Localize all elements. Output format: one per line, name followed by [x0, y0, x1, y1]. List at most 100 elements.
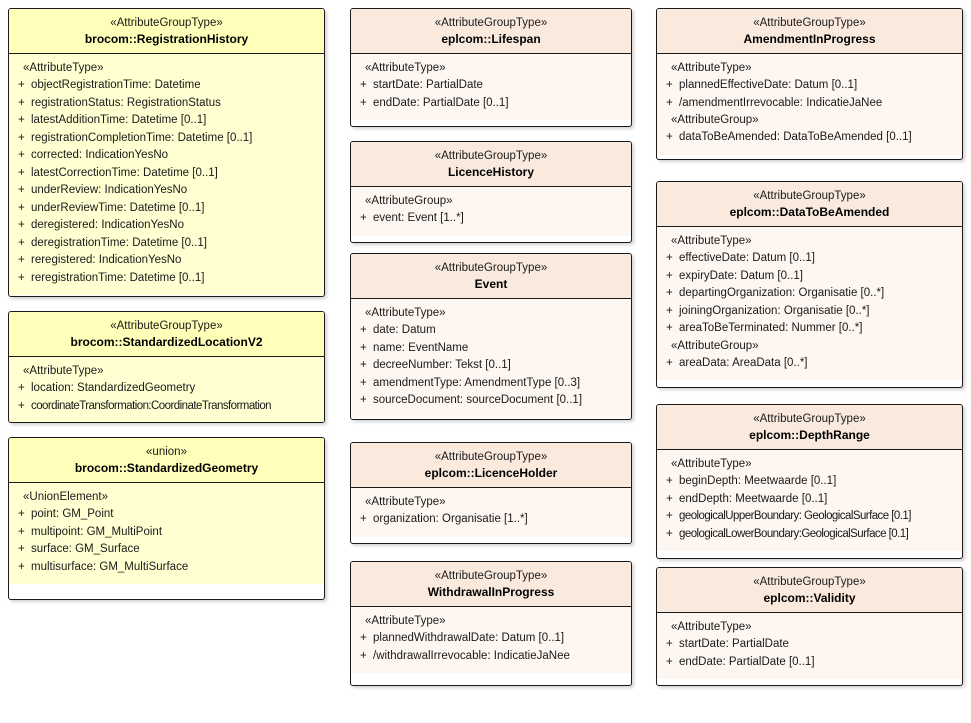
- attribute-signature: corrected: IndicationYesNo: [31, 149, 169, 161]
- uml-class-depth-range[interactable]: «AttributeGroupType»eplcom::DepthRange«A…: [656, 404, 963, 559]
- attribute-row[interactable]: +corrected: IndicationYesNo: [9, 147, 324, 165]
- uml-class-licence-history[interactable]: «AttributeGroupType»LicenceHistory«Attri…: [350, 141, 632, 243]
- attribute-visibility: +: [666, 252, 673, 264]
- uml-class-body-standardized-location-v2: «AttributeType»+location: StandardizedGe…: [9, 357, 324, 422]
- class-name: brocom::StandardizedLocationV2: [70, 335, 263, 349]
- attribute-row[interactable]: +name: EventName: [351, 340, 631, 358]
- uml-class-amendment-in-progress[interactable]: «AttributeGroupType»AmendmentInProgress«…: [656, 8, 963, 160]
- attribute-signature: startDate: PartialDate: [679, 638, 789, 650]
- attribute-row[interactable]: +areaData: AreaData [0..*]: [657, 355, 962, 373]
- attribute-signature: plannedEffectiveDate: Datum [0..1]: [679, 79, 858, 91]
- attribute-row[interactable]: +objectRegistrationTime: Datetime: [9, 77, 324, 95]
- class-name: Event: [474, 277, 508, 291]
- attribute-row[interactable]: +organization: Organisatie [1..*]: [351, 511, 631, 529]
- uml-class-licence-holder[interactable]: «AttributeGroupType»eplcom::LicenceHolde…: [350, 442, 632, 544]
- attribute-row[interactable]: +endDate: PartialDate [0..1]: [657, 654, 962, 672]
- uml-class-header-validity: «AttributeGroupType»eplcom::Validity: [657, 568, 962, 613]
- attribute-row[interactable]: +geologicalLowerBoundary:GeologicalSurfa…: [657, 526, 962, 544]
- attribute-signature: expiryDate: Datum [0..1]: [679, 269, 803, 282]
- attribute-signature: effectiveDate: Datum [0..1]: [679, 252, 815, 264]
- uml-class-event[interactable]: «AttributeGroupType»Event«AttributeType»…: [350, 253, 632, 420]
- attribute-row[interactable]: +amendmentType: AmendmentType [0..3]: [351, 375, 631, 393]
- attribute-row[interactable]: +startDate: PartialDate: [351, 77, 631, 95]
- attribute-signature: reregistrationTime: Datetime [0..1]: [31, 271, 205, 284]
- attribute-row[interactable]: +latestAdditionTime: Datetime [0..1]: [9, 112, 324, 130]
- attribute-signature: endDate: PartialDate [0..1]: [679, 655, 815, 668]
- attribute-visibility: +: [18, 79, 25, 91]
- class-stereotype: «AttributeGroupType»: [753, 576, 866, 588]
- attribute-row[interactable]: +endDepth: Meetwaarde [0..1]: [657, 491, 962, 509]
- attribute-row[interactable]: +decreeNumber: Tekst [0..1]: [351, 357, 631, 375]
- attribute-row[interactable]: +underReviewTime: Datetime [0..1]: [9, 200, 324, 218]
- attribute-row[interactable]: +plannedWithdrawalDate: Datum [0..1]: [351, 630, 631, 648]
- attribute-row[interactable]: +latestCorrectionTime: Datetime [0..1]: [9, 165, 324, 183]
- attribute-visibility: +: [666, 304, 673, 317]
- attribute-row[interactable]: +geologicalUpperBoundary: GeologicalSurf…: [657, 508, 962, 526]
- uml-class-validity[interactable]: «AttributeGroupType»eplcom::Validity«Att…: [656, 567, 963, 686]
- attribute-visibility: +: [360, 324, 367, 336]
- attribute-row[interactable]: +beginDepth: Meetwaarde [0..1]: [657, 473, 962, 491]
- attribute-row[interactable]: +deregistered: IndicationYesNo: [9, 217, 324, 235]
- attribute-signature: coordinateTransformation:CoordinateTrans…: [31, 399, 272, 412]
- attribute-signature: endDepth: Meetwaarde [0..1]: [679, 492, 828, 505]
- class-name: eplcom::DataToBeAmended: [729, 205, 890, 219]
- uml-class-body-licence-history: «AttributeGroup» +event: Event [1..*]: [351, 187, 631, 236]
- attribute-row[interactable]: +location: StandardizedGeometry: [9, 380, 324, 398]
- section-stereotype: «UnionElement»: [23, 491, 109, 503]
- attribute-row[interactable]: +startDate: PartialDate: [657, 636, 962, 654]
- attribute-row[interactable]: +departingOrganization: Organisatie [0..…: [657, 285, 962, 303]
- attribute-row[interactable]: + effectiveDate: Datum [0..1]: [657, 250, 962, 268]
- attribute-row[interactable]: +/withdrawalIrrevocable: IndicatieJaNee: [351, 648, 631, 666]
- uml-class-data-to-be-amended[interactable]: «AttributeGroupType»eplcom::DataToBeAmen…: [656, 181, 963, 388]
- uml-class-standardized-location-v2[interactable]: «AttributeGroupType»brocom::Standardized…: [8, 311, 325, 423]
- attribute-row[interactable]: +surface: GM_Surface: [9, 541, 324, 559]
- attribute-signature: organization: Organisatie [1..*]: [373, 513, 528, 525]
- attribute-signature: startDate: PartialDate: [373, 79, 483, 91]
- attribute-row[interactable]: +multisurface: GM_MultiSurface: [9, 559, 324, 577]
- attribute-row[interactable]: +underReview: IndicationYesNo: [9, 182, 324, 200]
- attribute-row[interactable]: +plannedEffectiveDate: Datum [0..1]: [657, 77, 962, 95]
- attribute-row[interactable]: +multipoint: GM_MultiPoint: [9, 524, 324, 542]
- attribute-signature: deregistrationTime: Datetime [0..1]: [31, 236, 207, 249]
- attribute-row[interactable]: +joiningOrganization: Organisatie [0..*]: [657, 303, 962, 321]
- attribute-row[interactable]: +areaToBeTerminated: Nummer [0..*]: [657, 320, 962, 338]
- attribute-row[interactable]: +registrationStatus: RegistrationStatus: [9, 95, 324, 113]
- uml-class-lifespan[interactable]: «AttributeGroupType»eplcom::Lifespan«Att…: [350, 8, 632, 127]
- attribute-visibility: +: [666, 131, 673, 143]
- attribute-visibility: +: [360, 649, 367, 662]
- uml-class-header-standardized-location-v2: «AttributeGroupType»brocom::Standardized…: [9, 312, 324, 357]
- section-stereotype: «AttributeGroup»: [365, 195, 453, 207]
- section-stereotype: «AttributeGroup»: [671, 339, 759, 352]
- attribute-signature: departingOrganization: Organisatie [0..*…: [679, 287, 885, 299]
- section-stereotype: «AttributeType»: [671, 621, 752, 633]
- attribute-row[interactable]: +sourceDocument: sourceDocument [0..1]: [351, 392, 631, 410]
- attribute-visibility: +: [18, 560, 25, 573]
- attribute-visibility: +: [360, 212, 367, 224]
- class-stereotype: «AttributeGroupType»: [110, 17, 223, 29]
- attribute-row[interactable]: +registrationCompletionTime: Datetime [0…: [9, 130, 324, 148]
- attribute-visibility: +: [18, 184, 25, 196]
- uml-class-withdrawal-in-progress[interactable]: «AttributeGroupType»WithdrawalInProgress…: [350, 561, 632, 686]
- attribute-row[interactable]: +endDate: PartialDate [0..1]: [351, 95, 631, 113]
- attribute-signature: geologicalLowerBoundary:GeologicalSurfac…: [679, 527, 909, 540]
- attribute-row[interactable]: + date: Datum: [351, 322, 631, 340]
- attribute-visibility: +: [666, 96, 673, 109]
- uml-class-body-event: «AttributeType»+date: Datum+name: EventN…: [351, 299, 631, 418]
- class-name: eplcom::DepthRange: [749, 428, 870, 442]
- attribute-row[interactable]: +/amendmentIrrevocable: IndicatieJaNee: [657, 95, 962, 113]
- uml-class-registration-history[interactable]: «AttributeGroupType»brocom::Registration…: [8, 8, 325, 297]
- attribute-row[interactable]: +coordinateTransformation:CoordinateTran…: [9, 398, 324, 416]
- attribute-row[interactable]: +expiryDate: Datum [0..1]: [657, 268, 962, 286]
- attribute-visibility: +: [18, 201, 25, 214]
- uml-class-header-licence-holder: «AttributeGroupType»eplcom::LicenceHolde…: [351, 443, 631, 488]
- attribute-visibility: +: [18, 131, 25, 144]
- attribute-row[interactable]: +event: Event [1..*]: [351, 210, 631, 228]
- attribute-visibility: +: [18, 166, 25, 179]
- uml-class-standardized-geometry[interactable]: «union»brocom::StandardizedGeometry«Unio…: [8, 437, 325, 600]
- attribute-row[interactable]: +deregistrationTime: Datetime [0..1]: [9, 235, 324, 253]
- attribute-row[interactable]: +reregistered: IndicationYesNo: [9, 252, 324, 270]
- attribute-row[interactable]: +point: GM_Point: [9, 506, 324, 524]
- attribute-row[interactable]: +dataToBeAmended: DataToBeAmended [0..1]: [657, 129, 962, 147]
- attribute-signature: date: Datum: [373, 324, 436, 336]
- attribute-row[interactable]: +reregistrationTime: Datetime [0..1]: [9, 270, 324, 288]
